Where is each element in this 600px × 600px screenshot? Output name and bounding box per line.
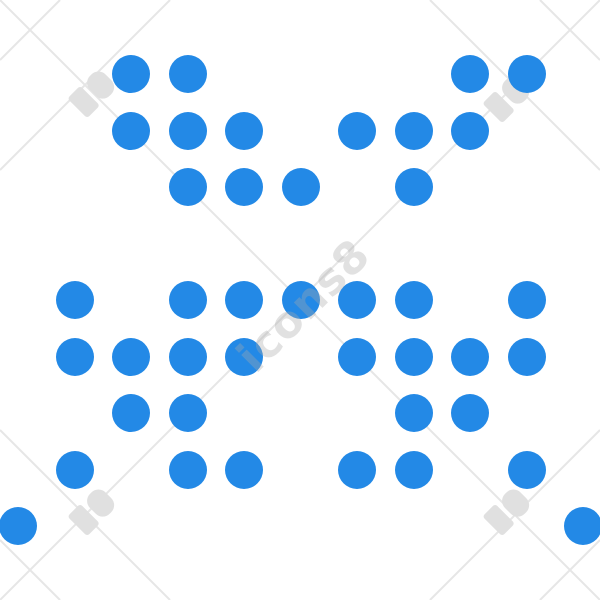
matrix-dot [168, 337, 207, 376]
matrix-dot [225, 450, 263, 489]
matrix-dot [225, 111, 263, 150]
matrix-dot [394, 281, 433, 319]
matrix-dot [507, 281, 546, 319]
matrix-dot [112, 55, 150, 93]
matrix-dot [225, 337, 263, 376]
matrix-dot [225, 168, 263, 206]
matrix-dot [168, 450, 207, 489]
matrix-dot [55, 450, 94, 489]
matrix-dot [507, 55, 546, 93]
matrix-dot [451, 394, 489, 432]
matrix-dot [394, 394, 433, 432]
matrix-dot [281, 281, 320, 319]
matrix-dot [112, 111, 150, 150]
matrix-dot [451, 55, 489, 93]
matrix-dot [168, 168, 207, 206]
matrix-dot [507, 337, 546, 376]
matrix-dot [55, 337, 94, 376]
matrix-dot [338, 281, 376, 319]
matrix-dot [168, 394, 207, 432]
matrix-dot [394, 111, 433, 150]
matrix-dot [168, 111, 207, 150]
matrix-dot [564, 507, 600, 545]
matrix-dot [225, 281, 263, 319]
matrix-dot [55, 281, 94, 319]
matrix-dot [338, 337, 376, 376]
matrix-dot [168, 55, 207, 93]
matrix-dot [394, 450, 433, 489]
matrix-dot [394, 168, 433, 206]
matrix-dot [112, 337, 150, 376]
matrix-dot [338, 450, 376, 489]
matrix-dot [394, 337, 433, 376]
matrix-dot [168, 281, 207, 319]
matrix-dot [281, 168, 320, 206]
matrix-dot [451, 111, 489, 150]
matrix-dot [0, 507, 37, 545]
matrix-dot [112, 394, 150, 432]
matrix-dot [507, 450, 546, 489]
matrix-dot [451, 337, 489, 376]
matrix-dot [338, 111, 376, 150]
